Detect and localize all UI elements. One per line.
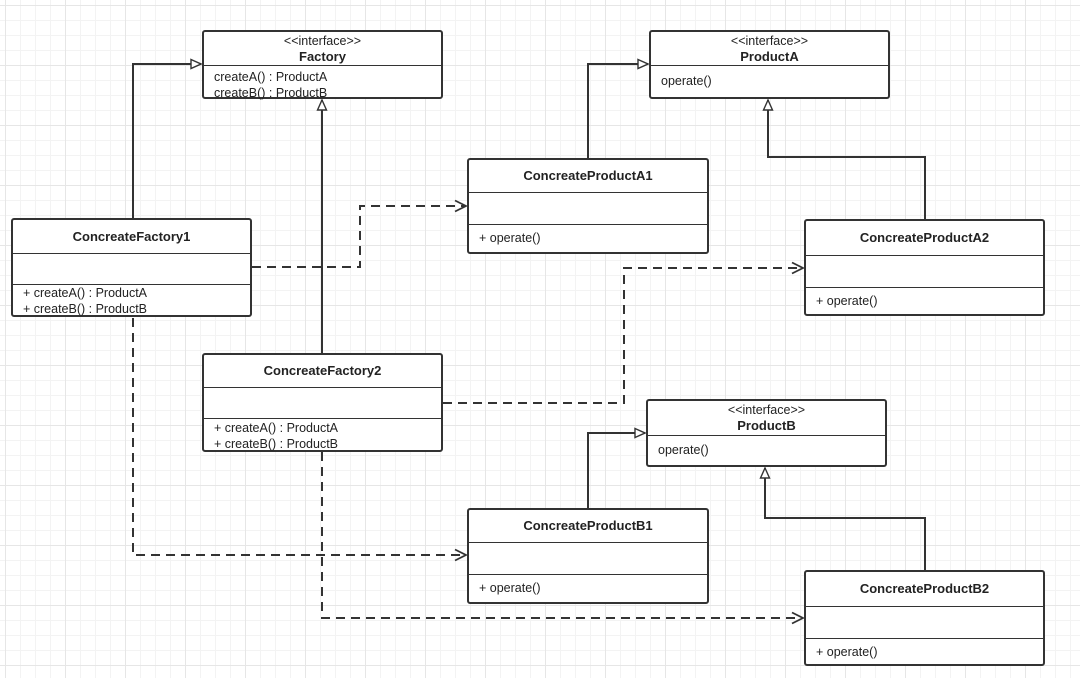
realization-concreateproducta1-producta [587,64,648,159]
stereotype-label: <<interface>> [727,403,806,417]
operations-compartment: + createA() : ProductA + createB() : Pro… [13,285,250,317]
operation: + operate() [479,231,541,245]
class-name: Factory [299,48,346,64]
class-header: ConcreateProductB2 [806,572,1043,607]
class-header: ConcreateFactory2 [204,355,441,388]
class-name: ConcreateProductB1 [523,518,653,533]
attributes-compartment [806,607,1043,639]
concreateproductb1-class[interactable]: ConcreateProductB1 + operate() [467,508,709,604]
class-header: ConcreateFactory1 [13,220,250,254]
class-header: ConcreateProductB1 [469,510,707,543]
class-name: ConcreateFactory1 [72,228,191,244]
class-name: ConcreateFactory2 [263,363,382,378]
dependency-concreatefactory2-concreateproductb2 [321,452,803,618]
operation: operate() [658,443,709,457]
operations-compartment: operate() [648,436,885,458]
concreatefactory1-class[interactable]: ConcreateFactory1 + createA() : ProductA… [11,218,252,317]
concreateproductb2-class[interactable]: ConcreateProductB2 + operate() [804,570,1045,666]
realization-concreateproductb1-productb [587,433,645,509]
operation: + operate() [479,581,541,595]
attributes-compartment [13,254,250,285]
operations-compartment: + operate() [469,225,707,246]
factory-interface-class[interactable]: <<interface>> Factory createA() : Produc… [202,30,443,101]
attributes-compartment [469,193,707,225]
realization-concreateproductb2-productb [765,468,926,571]
class-name: ConcreateProductA2 [859,230,990,245]
stereotype-label: <<interface>> [283,33,362,48]
attributes-compartment [469,543,707,575]
operations-compartment: + operate() [469,575,707,596]
realization-concreateproducta2-producta [768,100,926,220]
class-header: ConcreateProductA1 [469,160,707,193]
operation: createA() : ProductA [214,70,328,84]
class-name: ConcreateProductA1 [523,168,653,183]
operation: + operate() [816,645,878,659]
operations-compartment: + operate() [806,288,1043,309]
operation: createB() : ProductB [214,86,328,100]
operation: + createA() : ProductA [23,286,148,300]
producta-interface-class[interactable]: <<interface>> ProductA operate() [649,30,890,99]
operation: + createB() : ProductB [23,302,148,316]
operations-compartment: + createA() : ProductA + createB() : Pro… [204,419,441,452]
class-header: <<interface>> ProductB [648,401,885,436]
operations-compartment: operate() [651,66,888,89]
concreateproducta1-class[interactable]: ConcreateProductA1 + operate() [467,158,709,254]
attributes-compartment [806,256,1043,288]
dependency-concreatefactory1-concreateproducta1 [252,206,466,268]
operation: + createA() : ProductA [214,421,339,435]
concreateproducta2-class[interactable]: ConcreateProductA2 + operate() [804,219,1045,316]
operations-compartment: createA() : ProductA createB() : Product… [204,66,441,101]
realization-concreatefactory1-factory [132,64,201,219]
operations-compartment: + operate() [806,639,1043,660]
productb-interface-class[interactable]: <<interface>> ProductB operate() [646,399,887,467]
class-name: ProductA [740,48,799,64]
operation: + createB() : ProductB [214,437,339,451]
class-header: <<interface>> ProductA [651,32,888,66]
class-name: ProductB [737,418,796,433]
operation: + operate() [816,294,878,308]
attributes-compartment [204,388,441,419]
concreatefactory2-class[interactable]: ConcreateFactory2 + createA() : ProductA… [202,353,443,452]
operation: operate() [661,74,712,88]
class-header: ConcreateProductA2 [806,221,1043,256]
class-header: <<interface>> Factory [204,32,441,66]
dependency-concreatefactory1-concreateproductb1 [132,318,466,555]
dependency-concreatefactory2-concreateproducta2 [443,268,803,404]
class-name: ConcreateProductB2 [859,581,990,596]
stereotype-label: <<interface>> [730,33,809,48]
